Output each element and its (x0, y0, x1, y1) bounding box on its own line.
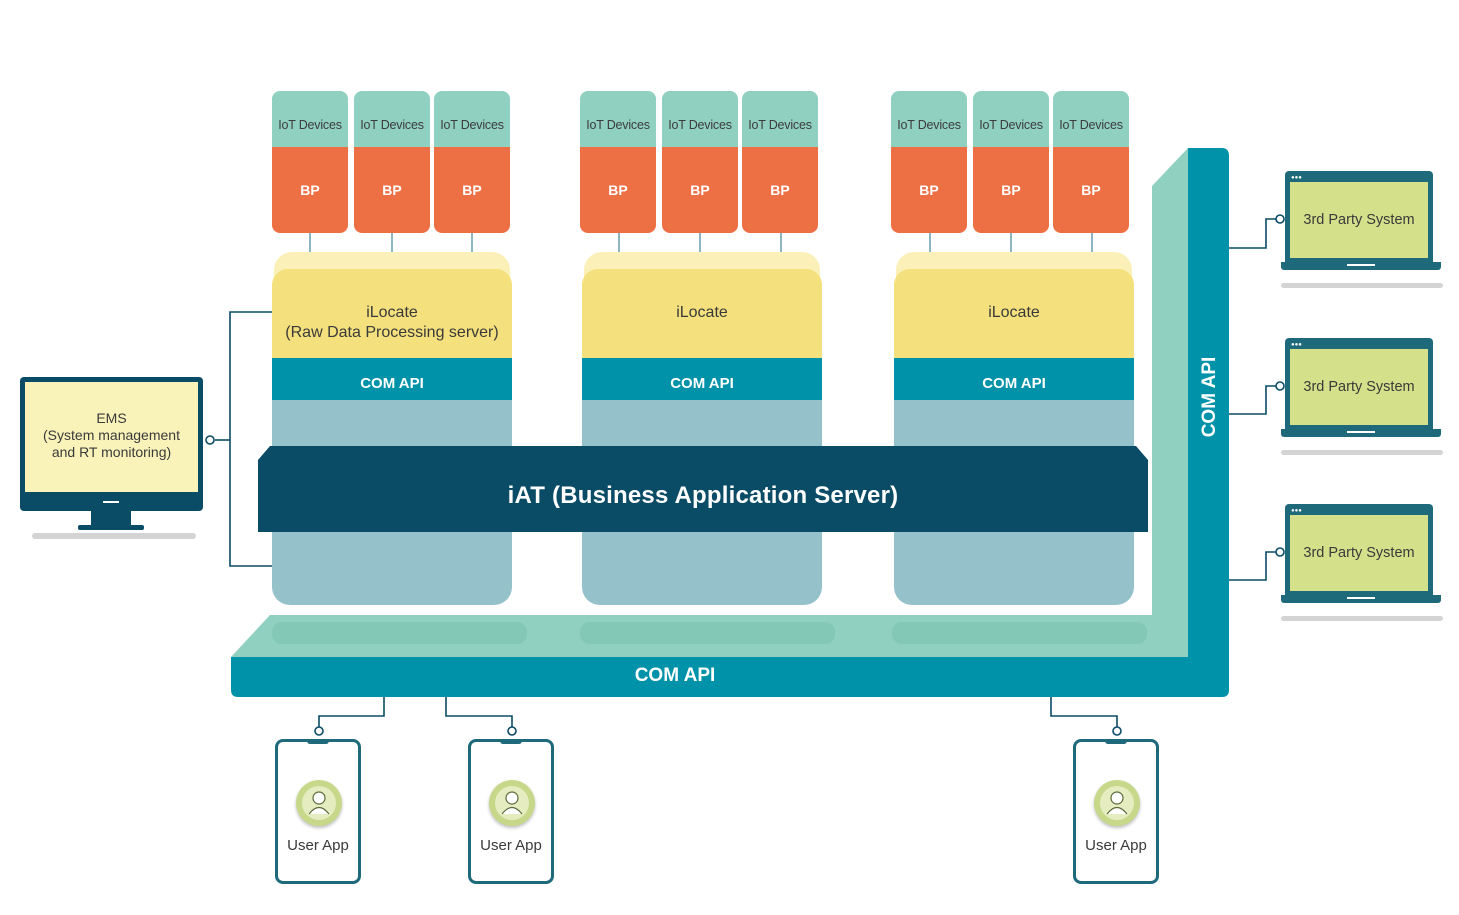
bp-label: BP (272, 147, 348, 233)
ems-monitor: EMS (System management and RT monitoring… (20, 377, 203, 511)
laptop-base (1281, 262, 1441, 270)
device-shadows (32, 283, 1443, 621)
ems-desc-1: (System management (43, 427, 180, 443)
laptop-base (1281, 595, 1441, 603)
laptop-hinge (1347, 264, 1375, 266)
platform-wall (1152, 148, 1188, 657)
com-api-label: COM API (894, 358, 1134, 400)
third-party-label: 3rd Party System (1290, 515, 1428, 591)
server-3: iLocate COM API (894, 252, 1134, 605)
ilocate-title: iLocate (988, 304, 1040, 321)
ems-screen: EMS (System management and RT monitoring… (25, 382, 198, 492)
window-dots: ●●● (1291, 508, 1302, 514)
user-icon (489, 780, 535, 826)
bp-label: BP (1053, 147, 1129, 233)
ilocate-title: iLocate (676, 304, 728, 321)
user-app-label: User App (287, 837, 349, 854)
ems-title: EMS (96, 410, 127, 426)
server-2: iLocate COM API (582, 252, 822, 605)
iot-label: IoT Devices (354, 91, 430, 147)
third-party-laptop-1: ●●● 3rd Party System (1281, 171, 1441, 272)
platform-shadow-1 (272, 622, 527, 644)
platform-shadow-2 (580, 622, 835, 644)
user-icon (1094, 780, 1140, 826)
user-app-label: User App (480, 837, 542, 854)
user-app-connectors (314, 697, 1122, 736)
phone-notch (500, 739, 522, 744)
server-1: iLocate (Raw Data Processing server) COM… (272, 252, 512, 605)
iot-label: IoT Devices (580, 91, 656, 147)
com-api-bottom-label: COM API (634, 665, 716, 686)
com-api-platform (231, 148, 1229, 697)
third-party-connectors (1229, 214, 1285, 581)
iot-label: IoT Devices (891, 91, 967, 147)
ilocate-title: iLocate (366, 304, 418, 321)
user-app-phone-3: User App (1073, 739, 1159, 884)
com-api-label: COM API (582, 358, 822, 400)
com-api-label: COM API (272, 358, 512, 400)
com-api-right-label: COM API (1199, 356, 1220, 438)
phone-notch (307, 739, 329, 744)
iot-label: IoT Devices (434, 91, 510, 147)
third-party-label: 3rd Party System (1290, 349, 1428, 425)
user-app-phone-2: User App (468, 739, 554, 884)
third-party-laptop-3: ●●● 3rd Party System (1281, 504, 1441, 605)
bp-label: BP (580, 147, 656, 233)
user-icon (296, 780, 342, 826)
bp-label: BP (354, 147, 430, 233)
bp-label: BP (973, 147, 1049, 233)
ems-base (78, 525, 144, 530)
bp-label: BP (742, 147, 818, 233)
user-app-phone-1: User App (275, 739, 361, 884)
ilocate-block: iLocate (582, 269, 822, 358)
bp-label: BP (891, 147, 967, 233)
laptop-hinge (1347, 431, 1375, 433)
window-dots: ●●● (1291, 175, 1302, 181)
third-party-laptop-2: ●●● 3rd Party System (1281, 338, 1441, 439)
iot-label: IoT Devices (973, 91, 1049, 147)
ilocate-block: iLocate (Raw Data Processing server) (272, 269, 512, 358)
bp-label: BP (662, 147, 738, 233)
ilocate-subtitle: (Raw Data Processing server) (285, 324, 499, 341)
bp-label: BP (434, 147, 510, 233)
platform-shadow-3 (892, 622, 1147, 644)
laptop-hinge (1347, 597, 1375, 599)
laptop-base (1281, 429, 1441, 437)
window-dots: ●●● (1291, 342, 1302, 348)
iot-label: IoT Devices (742, 91, 818, 147)
ems-desc-2: and RT monitoring) (51, 444, 172, 460)
ems-connector (205, 311, 272, 567)
iat-server-label: iAT (Business Application Server) (258, 460, 1148, 532)
iot-label: IoT Devices (1053, 91, 1129, 147)
user-app-label: User App (1085, 837, 1147, 854)
iot-label: IoT Devices (272, 91, 348, 147)
ilocate-block: iLocate (894, 269, 1134, 358)
ems-stand (91, 511, 131, 527)
ems-power-led (103, 501, 119, 503)
third-party-label: 3rd Party System (1290, 182, 1428, 258)
phone-notch (1105, 739, 1127, 744)
iot-label: IoT Devices (662, 91, 738, 147)
